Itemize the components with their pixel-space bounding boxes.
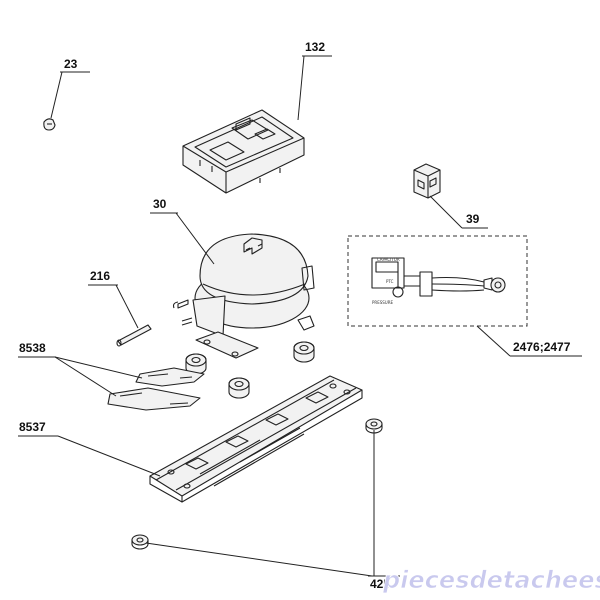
label-8538: 8538 bbox=[19, 341, 46, 355]
label-2476: 2476;2477 bbox=[513, 340, 571, 354]
leader-2476 bbox=[476, 325, 511, 357]
leader-425b bbox=[145, 542, 373, 577]
label-39: 39 bbox=[466, 212, 480, 226]
part-23-clip bbox=[43, 118, 56, 131]
label-30: 30 bbox=[153, 197, 167, 211]
label-23: 23 bbox=[64, 57, 78, 71]
part-425-washers bbox=[131, 418, 383, 550]
watermark-text: piecesdetachees-elec.com bbox=[382, 566, 600, 594]
part-39-starter bbox=[413, 163, 441, 199]
leader-23 bbox=[50, 71, 63, 119]
part-2476-wiring-box: CAPACITOR PTC PRESSURE bbox=[347, 235, 528, 327]
part-8538-brackets bbox=[107, 367, 205, 411]
leader-39 bbox=[429, 195, 463, 229]
label-132: 132 bbox=[305, 40, 325, 54]
wiring-ptc-text: PTC bbox=[386, 279, 394, 284]
leader-132 bbox=[297, 55, 305, 121]
wiring-relay-text: PRESSURE bbox=[372, 300, 394, 305]
label-216: 216 bbox=[90, 269, 110, 283]
part-216-rod bbox=[116, 324, 152, 347]
label-8537: 8537 bbox=[19, 420, 46, 434]
leader-216 bbox=[115, 284, 139, 329]
leader-8538b bbox=[54, 356, 117, 397]
leader-8537 bbox=[57, 435, 161, 477]
leader-30 bbox=[175, 212, 215, 265]
label-425: 425 bbox=[370, 577, 390, 591]
part-8537-baseplate bbox=[149, 375, 363, 503]
part-132-cover bbox=[182, 109, 305, 194]
grommets bbox=[185, 341, 315, 399]
leader-8538a bbox=[54, 356, 143, 379]
part-30-compressor bbox=[172, 233, 315, 359]
wiring-capacitor-text: CAPACITOR bbox=[377, 257, 400, 262]
